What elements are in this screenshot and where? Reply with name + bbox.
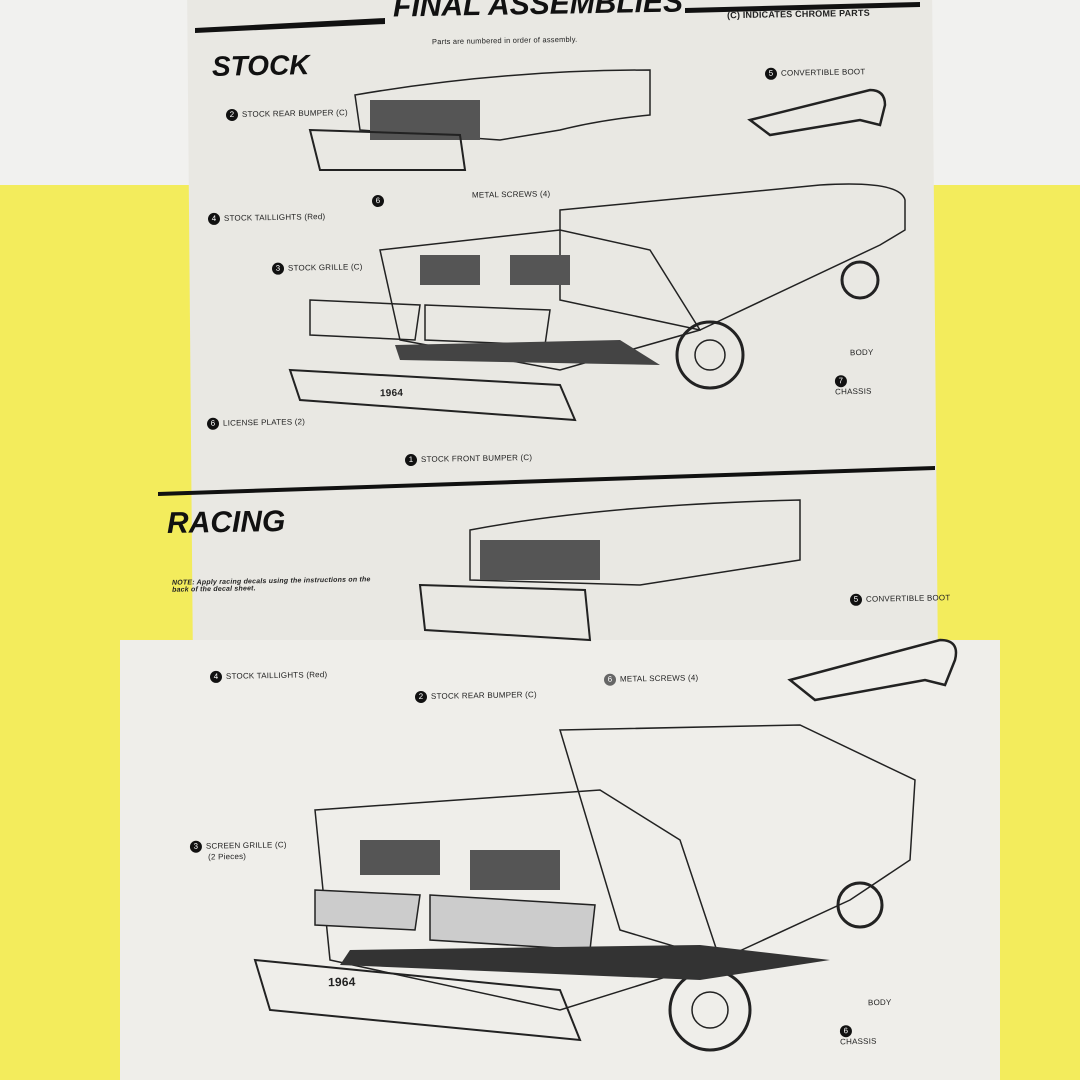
convertible-boot	[747, 88, 887, 137]
racing-heading: RACING	[166, 504, 286, 541]
rear-wheel	[840, 260, 880, 300]
racing-drawings	[253, 499, 958, 1052]
screen-grille-left	[314, 889, 421, 931]
racing-rear-bumper	[418, 583, 592, 642]
stock-label-screws: METAL SCREWS (4)	[471, 189, 551, 200]
racing-convertible-boot	[787, 638, 958, 702]
stock-drawings	[288, 69, 906, 422]
screen-grille-right	[429, 894, 596, 951]
license-plate: 1964	[379, 387, 404, 400]
header-bar-left	[195, 18, 385, 33]
header-bar-right	[685, 2, 920, 13]
rear-bumper	[308, 128, 467, 171]
front-bumper	[288, 368, 577, 422]
racing-rear-wheel	[836, 881, 884, 929]
section-divider	[158, 466, 935, 496]
stock-label-6: 6	[371, 194, 388, 208]
stock-heading: STOCK	[211, 49, 310, 82]
racing-label-body: BODY	[867, 997, 892, 1008]
stock-car-body	[559, 183, 906, 331]
racing-car-body	[558, 724, 916, 961]
front-wheel	[675, 320, 745, 390]
racing-front-wheel	[668, 968, 752, 1052]
rear-body-part	[354, 69, 651, 141]
grille-right	[424, 304, 551, 346]
racing-front-bumper	[253, 958, 582, 1042]
stock-label-body: BODY	[849, 347, 874, 358]
racing-license-plate: 1964	[327, 974, 356, 990]
grille-left	[309, 299, 421, 341]
racing-rear-body	[469, 499, 801, 586]
